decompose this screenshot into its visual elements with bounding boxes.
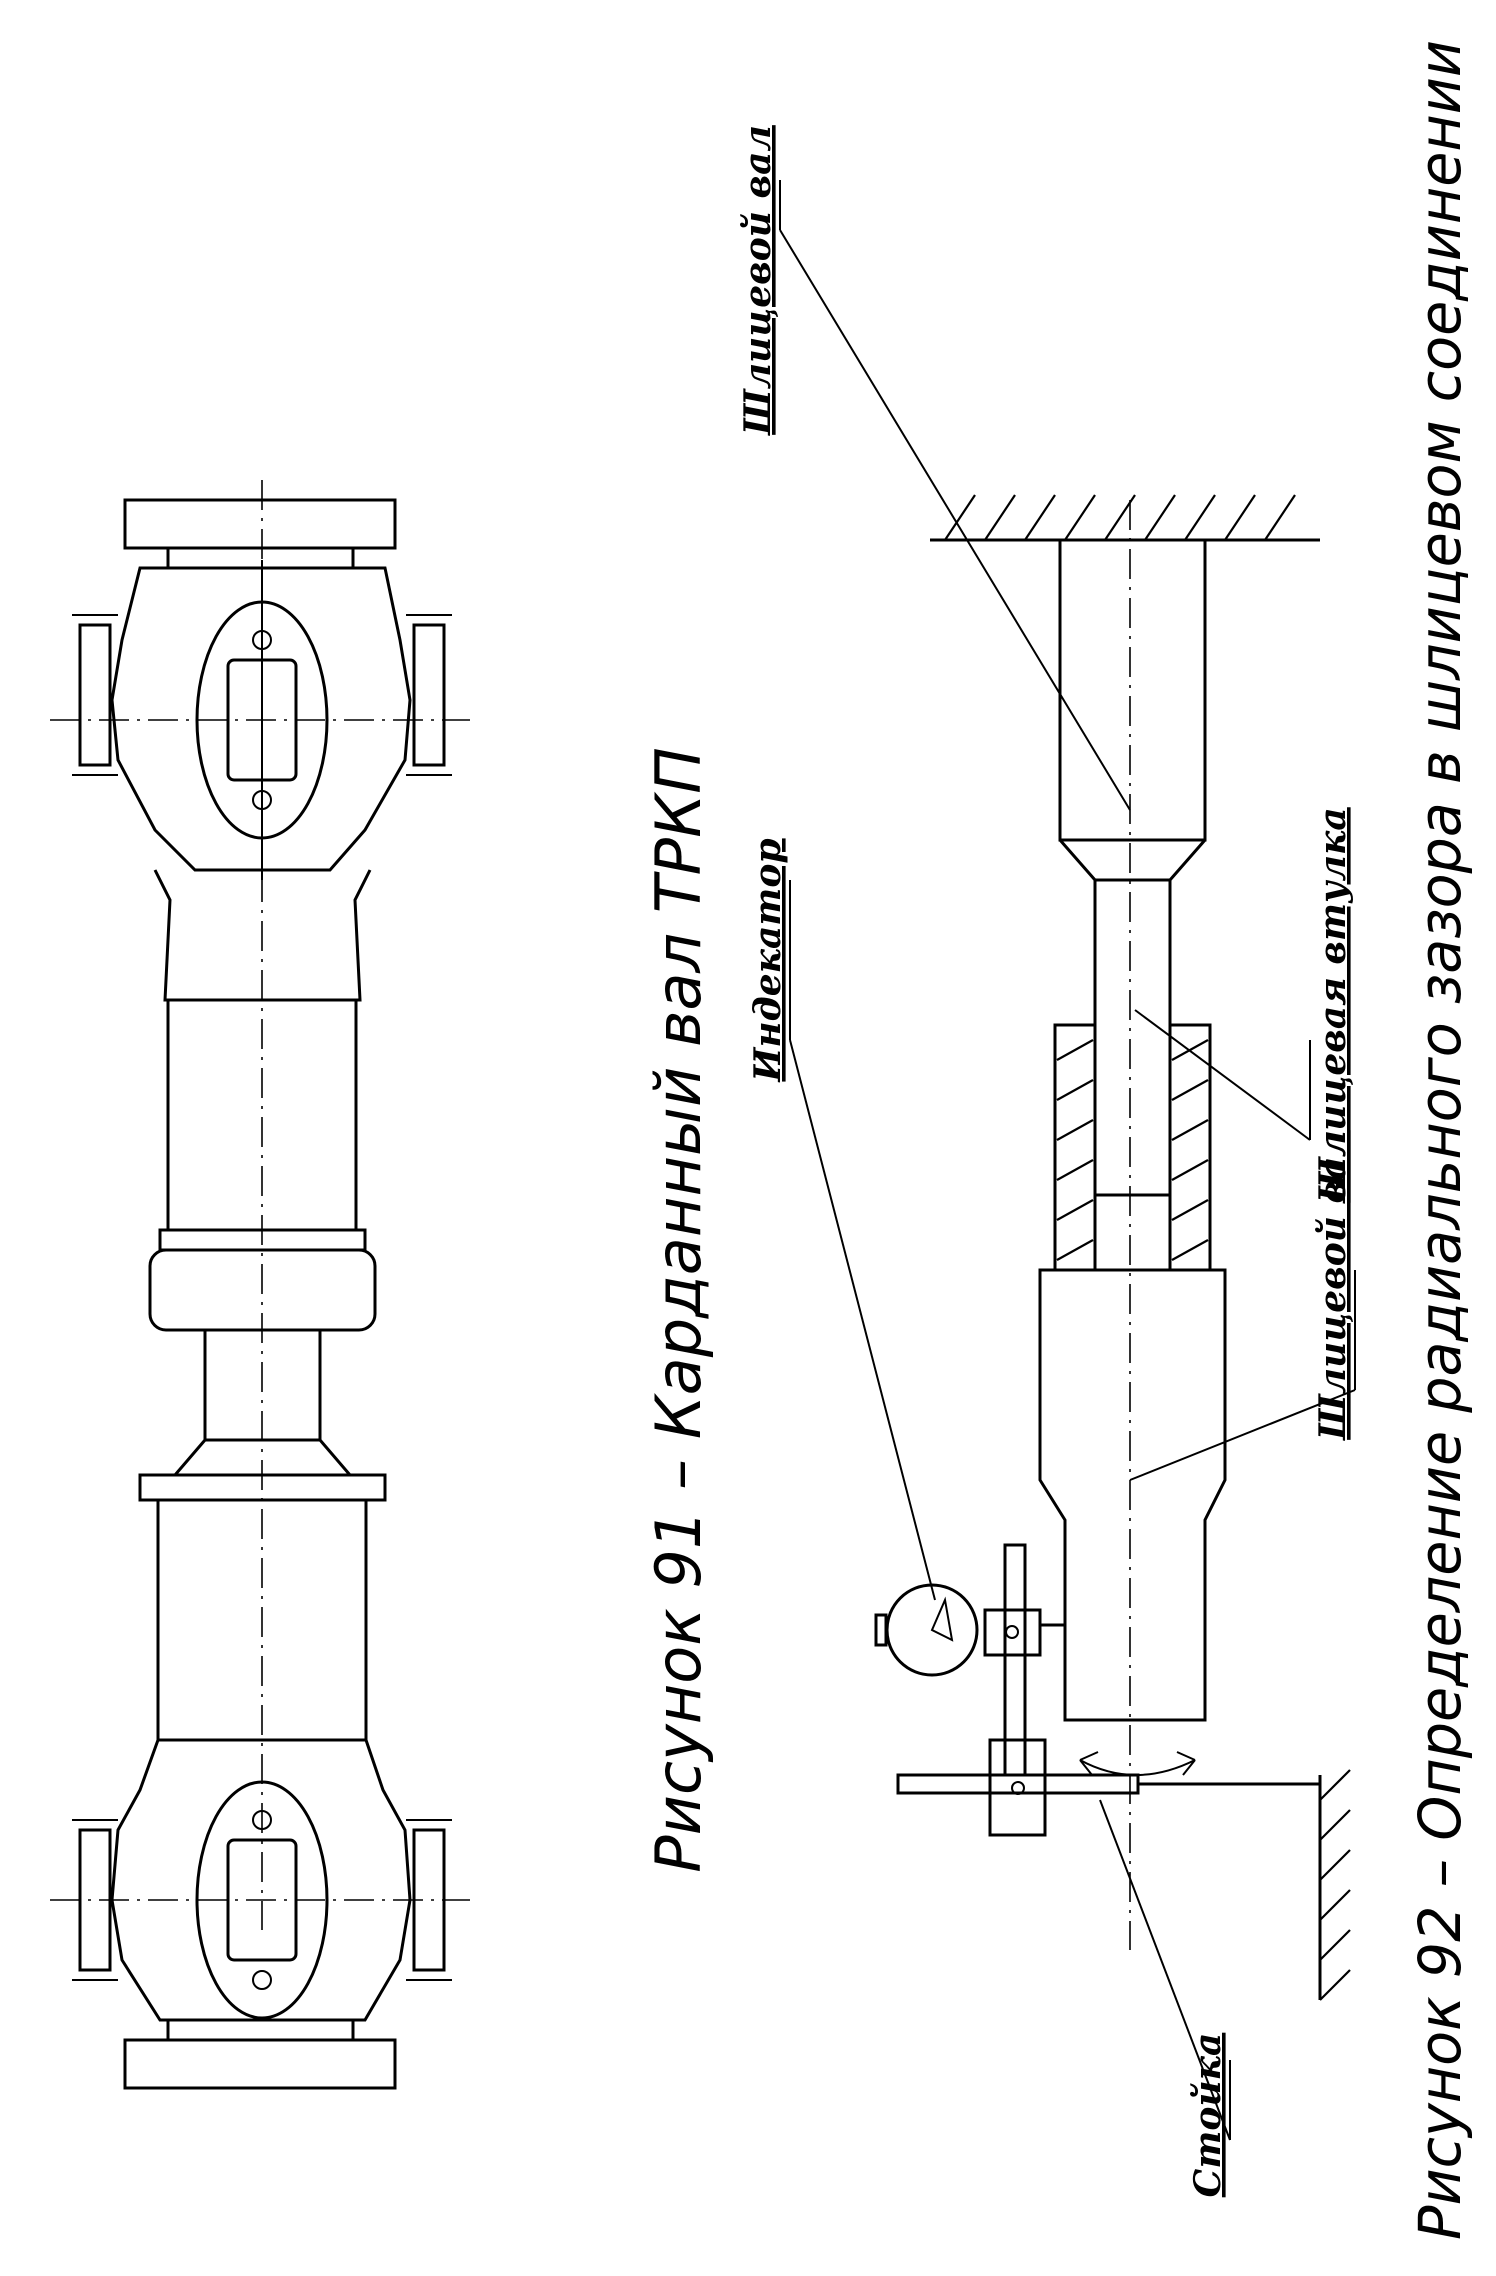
figure-91-cardan-shaft-drawing xyxy=(50,480,470,2090)
bolts-top xyxy=(72,614,452,776)
label-spline-body: Шлицевой вал xyxy=(1312,1130,1354,1442)
bolts-bottom xyxy=(72,1819,452,1981)
label-indicator: Индекатор xyxy=(747,838,789,1082)
figure-92-spline-clearance-drawing xyxy=(779,180,1356,2141)
figure-91-caption: Рисунок 91 – Карданный вал ТРКП xyxy=(642,747,715,1872)
label-spline-sleeve: Шлицевая втулка xyxy=(1312,807,1354,1204)
label-spline-shaft: Шлицевой вал xyxy=(737,125,779,437)
label-stand: Стойка xyxy=(1187,2033,1229,2198)
figure-92-caption: Рисунок 92 – Определение радиального заз… xyxy=(1406,40,1474,2240)
